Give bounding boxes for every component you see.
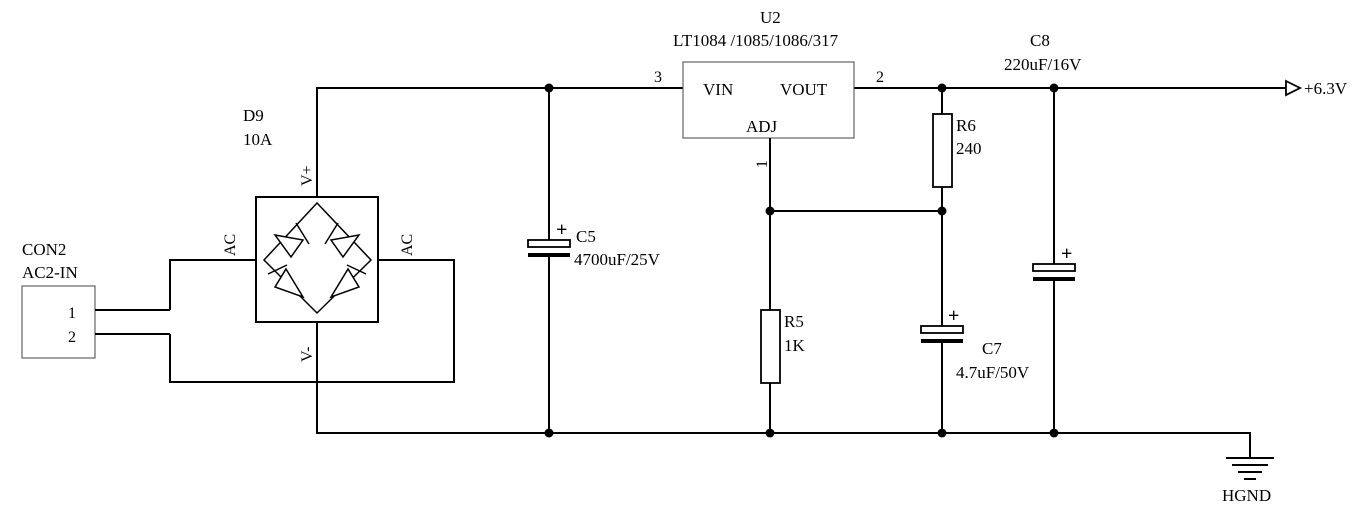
r6-body (932, 113, 953, 188)
diode-top-left (273, 222, 310, 259)
junctions (544, 83, 1059, 438)
junction-dot (765, 428, 775, 438)
junction-dot (765, 206, 775, 216)
c7-polarity: + (948, 305, 959, 327)
wire-ac-right (169, 259, 455, 383)
c7-plate-positive (920, 325, 964, 334)
con2-pin2-label: 2 (68, 329, 76, 346)
ground-symbol: HGND (1222, 457, 1274, 505)
c5-plate-positive (527, 239, 571, 248)
d9-ac-left-label: AC (222, 234, 239, 256)
connector-body (21, 285, 96, 359)
c7-value: 4.7uF/50V (956, 363, 1030, 382)
c7-ref: C7 (982, 339, 1002, 358)
wire-gnd-rail (316, 322, 1251, 458)
capacitor-c7: + C7 4.7uF/50V (920, 305, 1030, 433)
ac-wiring (169, 259, 455, 383)
c5-value: 4700uF/25V (574, 250, 661, 269)
u2-pin-in-number: 3 (654, 69, 662, 86)
output-port: +6.3V (1285, 79, 1348, 98)
junction-dot (544, 428, 554, 438)
r5-ref: R5 (784, 312, 804, 331)
con2-value: AC2-IN (22, 263, 78, 282)
r6-value: 240 (956, 139, 982, 158)
junction-dot (544, 83, 554, 93)
u2-ref: U2 (760, 8, 781, 27)
u2-value: LT1084 /1085/1086/317 (673, 31, 839, 50)
d9-ref: D9 (243, 106, 264, 125)
d9-vminus-label: V- (299, 347, 316, 362)
ground-net-label: HGND (1222, 486, 1271, 505)
diode-bottom-left (267, 264, 305, 299)
con2-pin1-label: 1 (68, 305, 76, 322)
u2-adj-pin: ADJ (746, 117, 778, 136)
u2-vin-pin: VIN (703, 80, 733, 99)
bridge-rectifier-d9: D9 10A V+ V- AC AC (222, 106, 416, 362)
diode-bottom-right (329, 264, 367, 299)
bridge-body (255, 196, 379, 323)
c8-ref: C8 (1030, 31, 1050, 50)
d9-value: 10A (243, 130, 273, 149)
connector-con2: CON2 AC2-IN 1 2 (21, 240, 170, 359)
output-arrow-icon (1285, 79, 1303, 97)
wire-vin-rail (316, 87, 683, 197)
junction-dot (937, 206, 947, 216)
c5-polarity: + (556, 219, 567, 241)
diode-top-right (324, 222, 361, 259)
resistor-r5: R5 1K (760, 309, 806, 433)
r5-body (760, 309, 781, 384)
c5-ref: C5 (576, 227, 596, 246)
c8-polarity: + (1061, 243, 1072, 265)
c8-plate-positive (1032, 263, 1076, 272)
regulator-u2: U2 LT1084 /1085/1086/317 VIN VOUT ADJ 3 … (654, 8, 884, 310)
junction-dot (937, 428, 947, 438)
output-net-label: +6.3V (1304, 79, 1348, 98)
junction-dot (1049, 83, 1059, 93)
r6-ref: R6 (956, 116, 976, 135)
junction-dot (937, 83, 947, 93)
d9-vplus-label: V+ (299, 165, 316, 186)
capacitor-c5: + C5 4700uF/25V (527, 88, 661, 433)
d9-ac-right-label: AC (399, 234, 416, 256)
u2-vout-pin: VOUT (780, 80, 828, 99)
con2-ref: CON2 (22, 240, 66, 259)
u2-body (682, 61, 855, 139)
rails (316, 87, 1286, 458)
u2-pin-adj-number: 1 (754, 160, 771, 168)
capacitor-c8: + C8 220uF/16V (1004, 31, 1082, 433)
r5-value: 1K (784, 336, 806, 355)
c8-value: 220uF/16V (1004, 55, 1082, 74)
junction-dot (1049, 428, 1059, 438)
wire-ac-left (169, 259, 256, 310)
u2-pin-out-number: 2 (876, 69, 884, 86)
